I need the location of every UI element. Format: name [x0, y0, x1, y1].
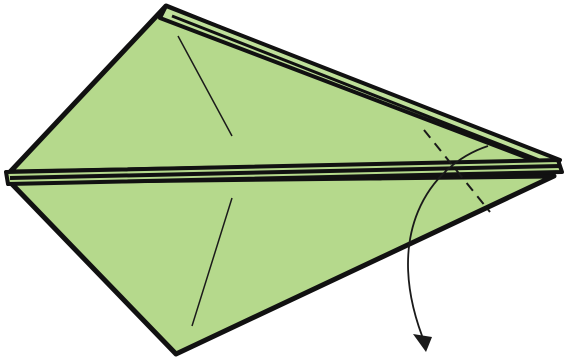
lower-flap	[10, 176, 554, 354]
arrowhead-icon	[413, 334, 432, 352]
upper-flap	[10, 6, 554, 172]
